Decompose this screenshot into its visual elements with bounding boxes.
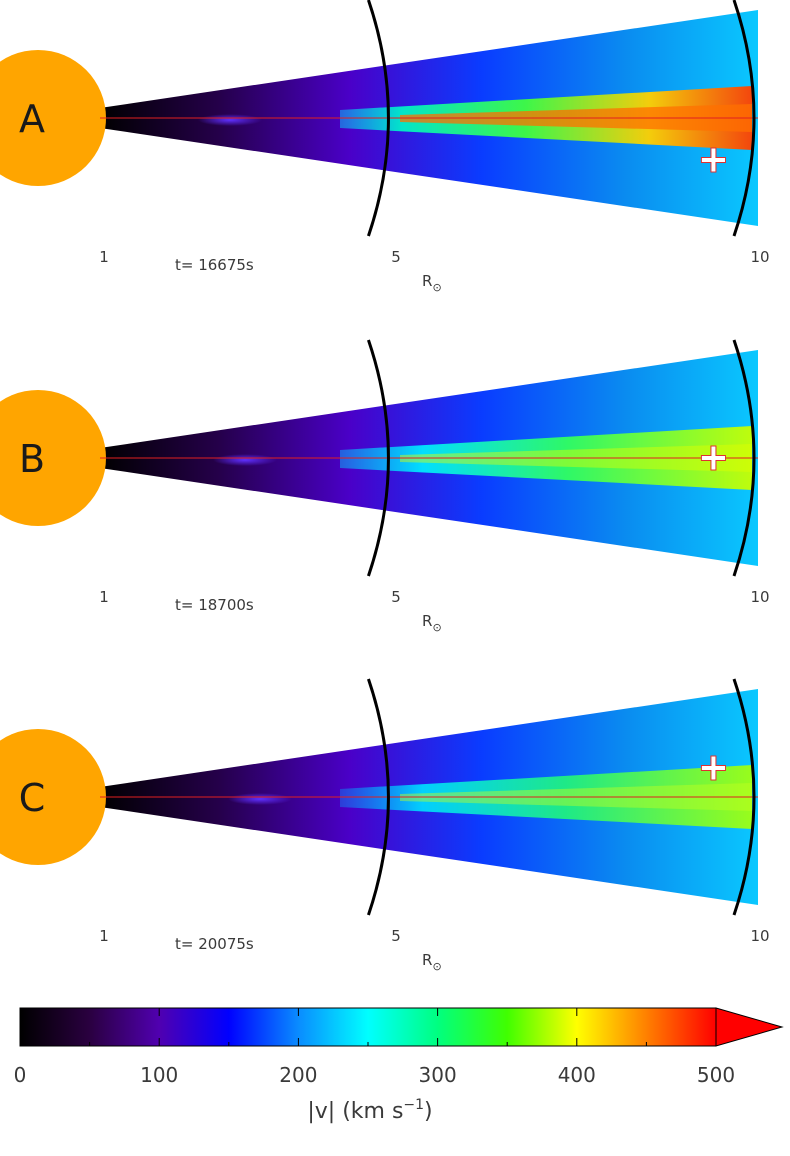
colorbar-tick-label: 500 <box>697 1063 735 1087</box>
arc-10-rsun <box>732 0 756 237</box>
cme-front-marker <box>700 147 726 173</box>
radius-tick-label: 10 <box>750 588 769 606</box>
flux-rope <box>198 114 262 126</box>
radius-tick-label: 5 <box>391 248 401 266</box>
sun-disk <box>0 50 106 186</box>
panel-letter: B <box>19 437 45 481</box>
panel-letter: C <box>19 776 46 820</box>
cme-front-marker <box>700 755 726 781</box>
colorbar-label: |v| (km s−1) <box>307 1097 432 1124</box>
sun-disk <box>0 390 106 526</box>
colorbar: 0 100 200 300 400 500 |v| (km s−1) <box>14 1007 784 1124</box>
radius-tick-label: 10 <box>750 248 769 266</box>
colorbar-tick-label: 0 <box>14 1063 27 1087</box>
radius-tick-label: 1 <box>99 248 109 266</box>
panel-letter: A <box>19 97 45 141</box>
cme-front-marker <box>700 445 726 471</box>
arc-10-rsun <box>732 339 756 577</box>
radius-tick-label: 1 <box>99 588 109 606</box>
arc-5-rsun <box>367 678 390 916</box>
sun-disk <box>0 729 106 865</box>
time-label: t= 18700s <box>175 596 254 614</box>
arc-5-rsun <box>367 0 390 237</box>
time-label: t= 20075s <box>175 935 254 953</box>
colorbar-gradient <box>19 1007 717 1047</box>
colorbar-tick-label: 400 <box>558 1063 596 1087</box>
radius-unit-label: R⊙ <box>422 951 442 973</box>
flux-rope <box>228 793 292 805</box>
colorbar-tick-label: 300 <box>419 1063 457 1087</box>
radius-unit-label: R⊙ <box>422 612 442 634</box>
flux-rope <box>213 454 277 466</box>
arc-5-rsun <box>367 339 390 577</box>
radius-tick-label: 1 <box>99 927 109 945</box>
arc-10-rsun <box>732 678 756 916</box>
time-label: t= 16675s <box>175 256 254 274</box>
colorbar-overflow-arrow <box>715 1007 784 1047</box>
radius-unit-label: R⊙ <box>422 272 442 294</box>
colorbar-tick-label: 100 <box>140 1063 178 1087</box>
radius-tick-label: 5 <box>391 927 401 945</box>
colorbar-tick-label: 200 <box>279 1063 317 1087</box>
radius-tick-label: 10 <box>750 927 769 945</box>
radius-tick-label: 5 <box>391 588 401 606</box>
